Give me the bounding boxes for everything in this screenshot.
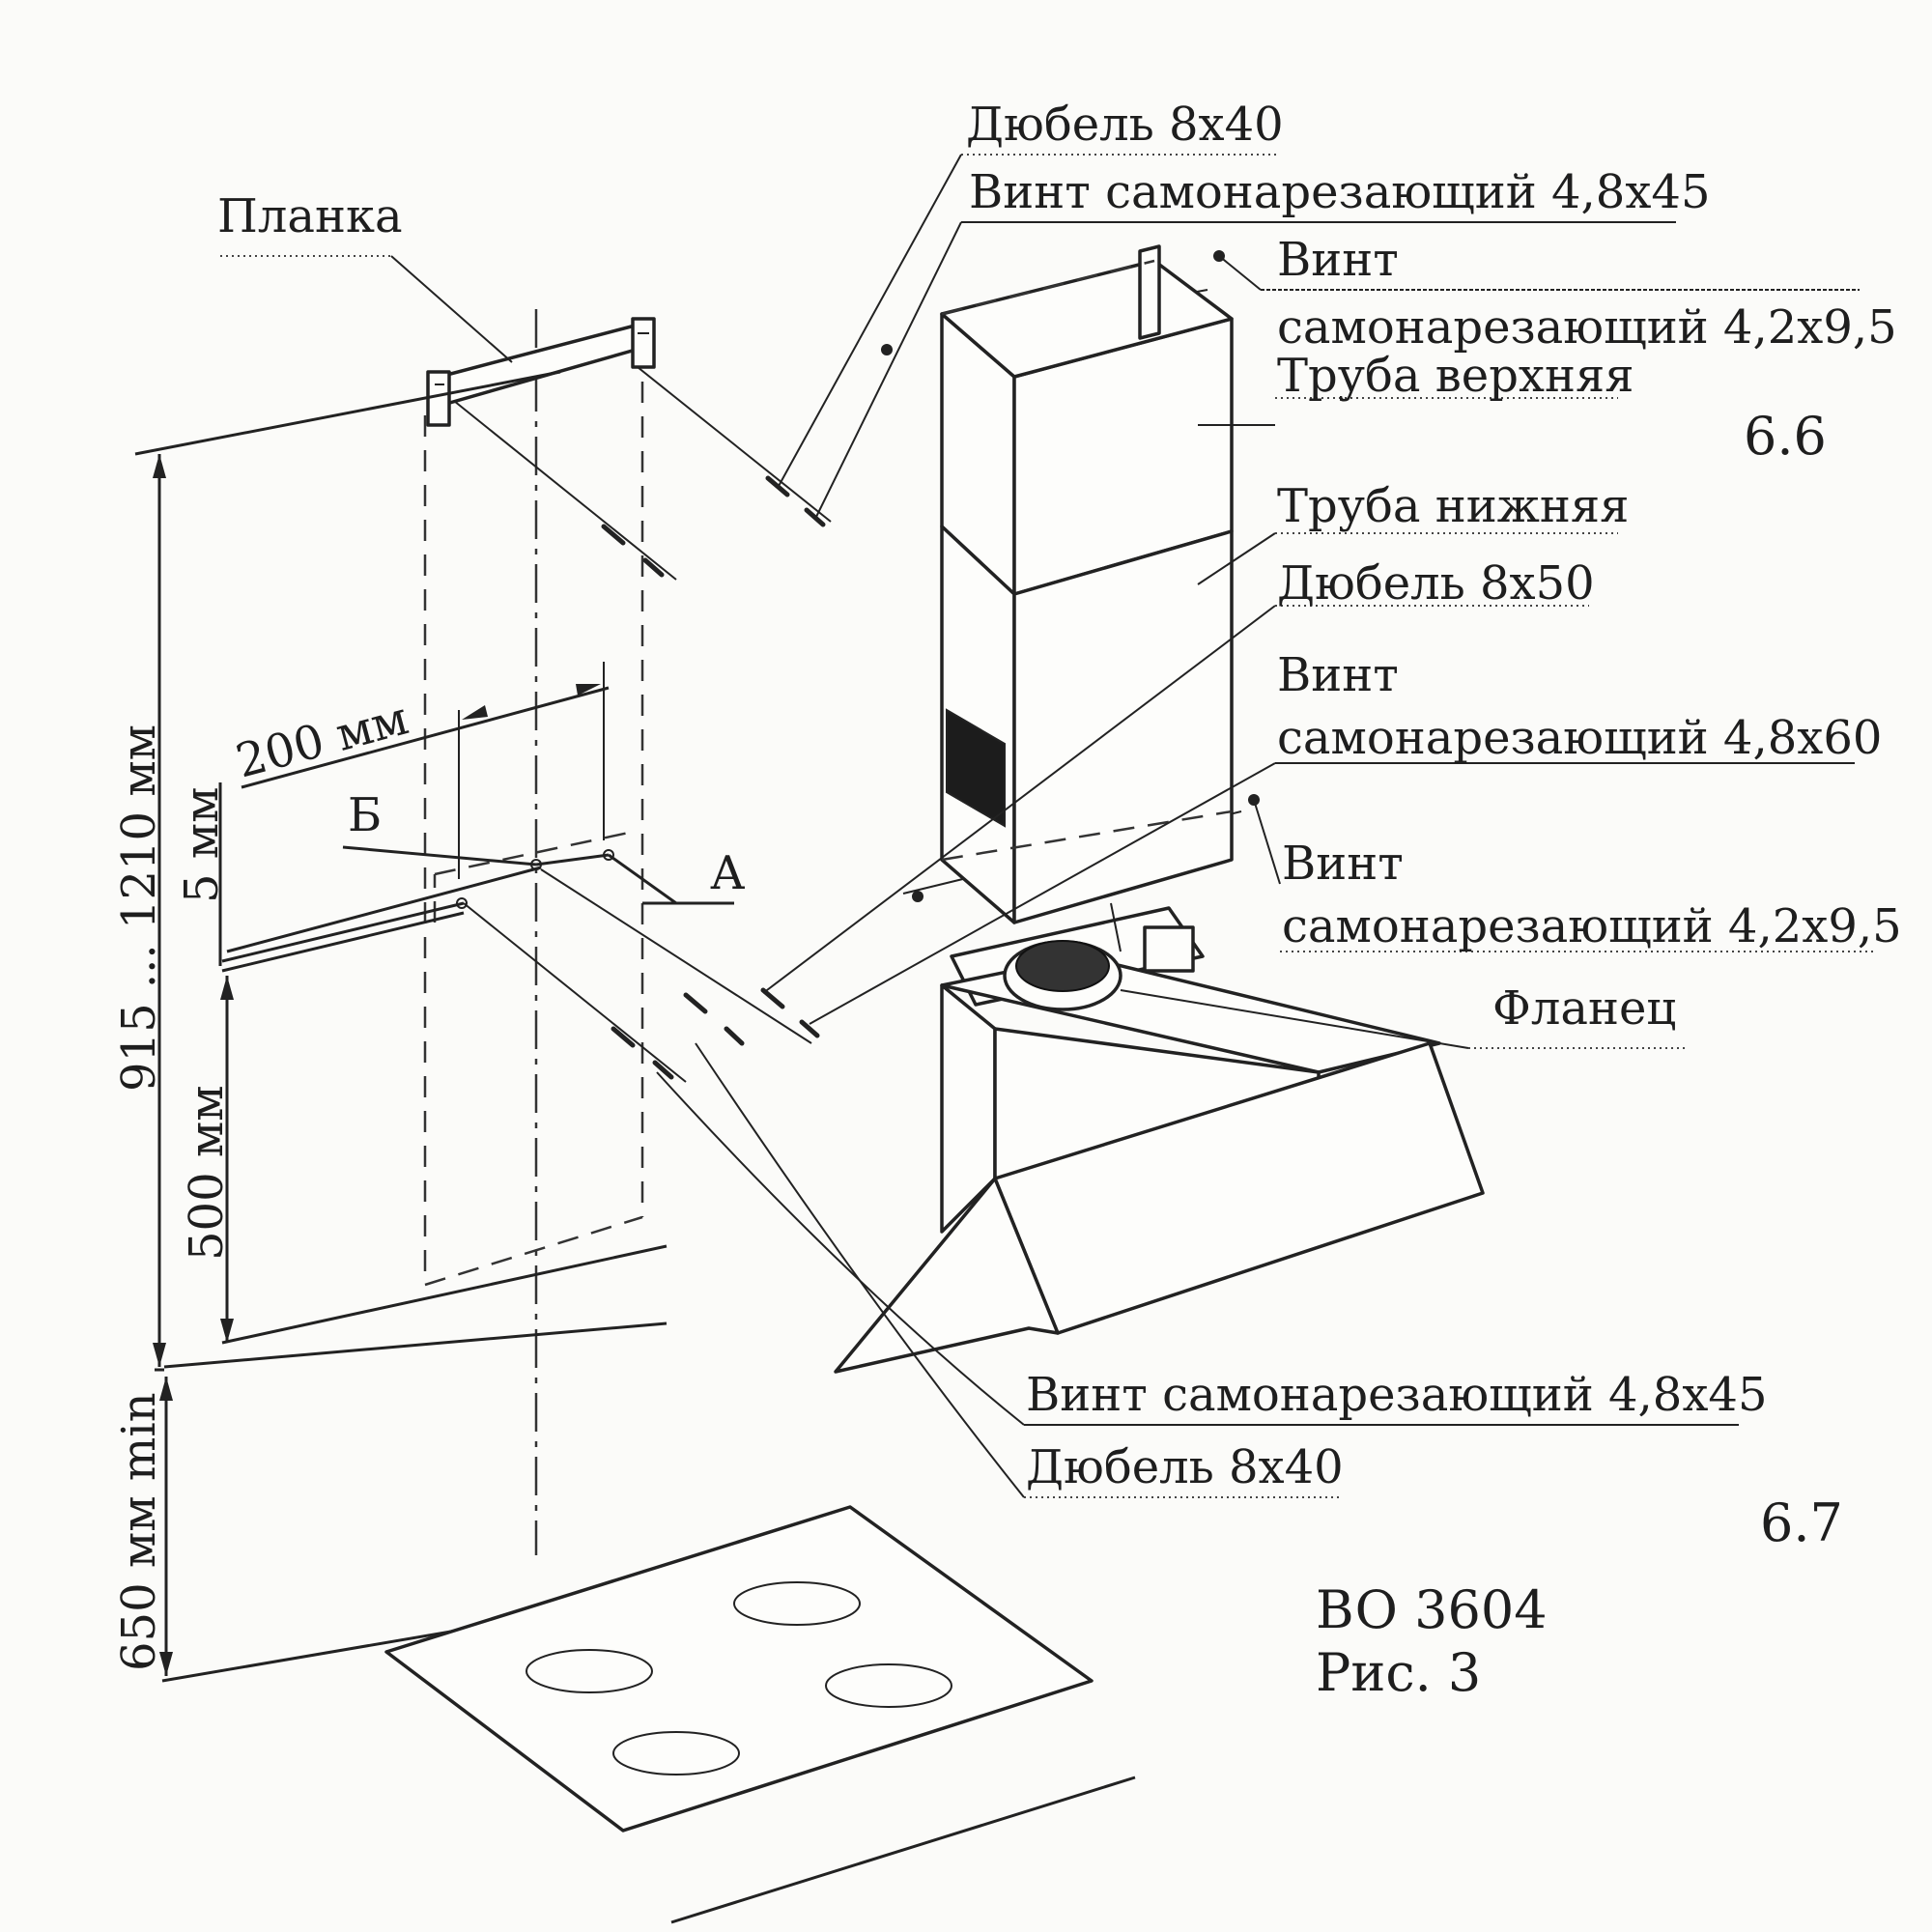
label-pipe-upper: Труба верхняя (1277, 349, 1634, 403)
leader-lines (220, 154, 1874, 1498)
label-dowel-mid: Дюбель 8x50 (1277, 556, 1595, 611)
dim-200mm: 200 мм (231, 692, 414, 789)
label-screw-mid-1: Винт (1277, 648, 1399, 702)
label-plate: Планка (217, 189, 403, 243)
dowel-icon (760, 987, 785, 1009)
burner-icon (526, 1649, 653, 1693)
screw-icon (642, 557, 665, 578)
step-lower: 6.7 (1760, 1492, 1843, 1553)
dim-500mm: 500 мм (180, 1085, 234, 1261)
cooktop (384, 1505, 1136, 1924)
label-screw-small-low-1: Винт (1282, 837, 1404, 891)
label-pipe-lower: Труба нижняя (1277, 479, 1629, 533)
label-dowel-top: Дюбель 8x40 (966, 98, 1284, 152)
label-screw-small-low-2: самонарезающий 4,2x9,5 (1282, 899, 1902, 953)
label-screw-top: Винт самонарезающий 4,8x45 (969, 165, 1710, 219)
dim-min-height: 650 мм min (112, 1392, 166, 1671)
label-flange: Фланец (1492, 981, 1676, 1036)
figure-caption: Рис. 3 (1316, 1642, 1481, 1703)
hood-body (940, 902, 1441, 1234)
figure-model: BO 3604 (1316, 1579, 1548, 1640)
screw-icon (652, 1060, 674, 1080)
label-screw-small-top-1: Винт (1277, 233, 1399, 287)
chimney-lower-pipe (940, 525, 1234, 924)
label-dowel-bottom: Дюбель 8x40 (1026, 1440, 1344, 1494)
dim-5mm: 5 мм (175, 787, 229, 903)
point-a-label: А (710, 846, 745, 900)
flange-grid (1015, 940, 1110, 992)
small-screw-icon (881, 344, 893, 355)
screw-icon (799, 1019, 820, 1038)
dowel-icon (683, 992, 708, 1014)
dowel-icon (611, 1026, 636, 1048)
screw-icon (804, 507, 826, 527)
screw-icon (724, 1026, 745, 1046)
chimney-upper-pipe (940, 244, 1234, 596)
wall-mounting-outline (423, 309, 644, 1555)
burner-icon (825, 1663, 952, 1708)
label-screw-small-top-2: самонарезающий 4,2x9,5 (1277, 300, 1897, 355)
step-upper: 6.6 (1744, 406, 1827, 467)
dimension-lines (134, 370, 870, 1683)
point-b-label: Б (348, 788, 382, 842)
dowel-icon (601, 524, 626, 546)
mounting-plate (426, 317, 656, 427)
small-screw-icon (912, 891, 923, 902)
burner-icon (733, 1581, 861, 1626)
label-screw-bottom: Винт самонарезающий 4,8x45 (1026, 1368, 1767, 1422)
vent-grille (946, 708, 1006, 828)
burner-icon (612, 1731, 740, 1776)
label-screw-mid-2: самонарезающий 4,8x60 (1277, 711, 1882, 765)
dim-total-height: 915 ... 1210 мм (112, 724, 166, 1092)
